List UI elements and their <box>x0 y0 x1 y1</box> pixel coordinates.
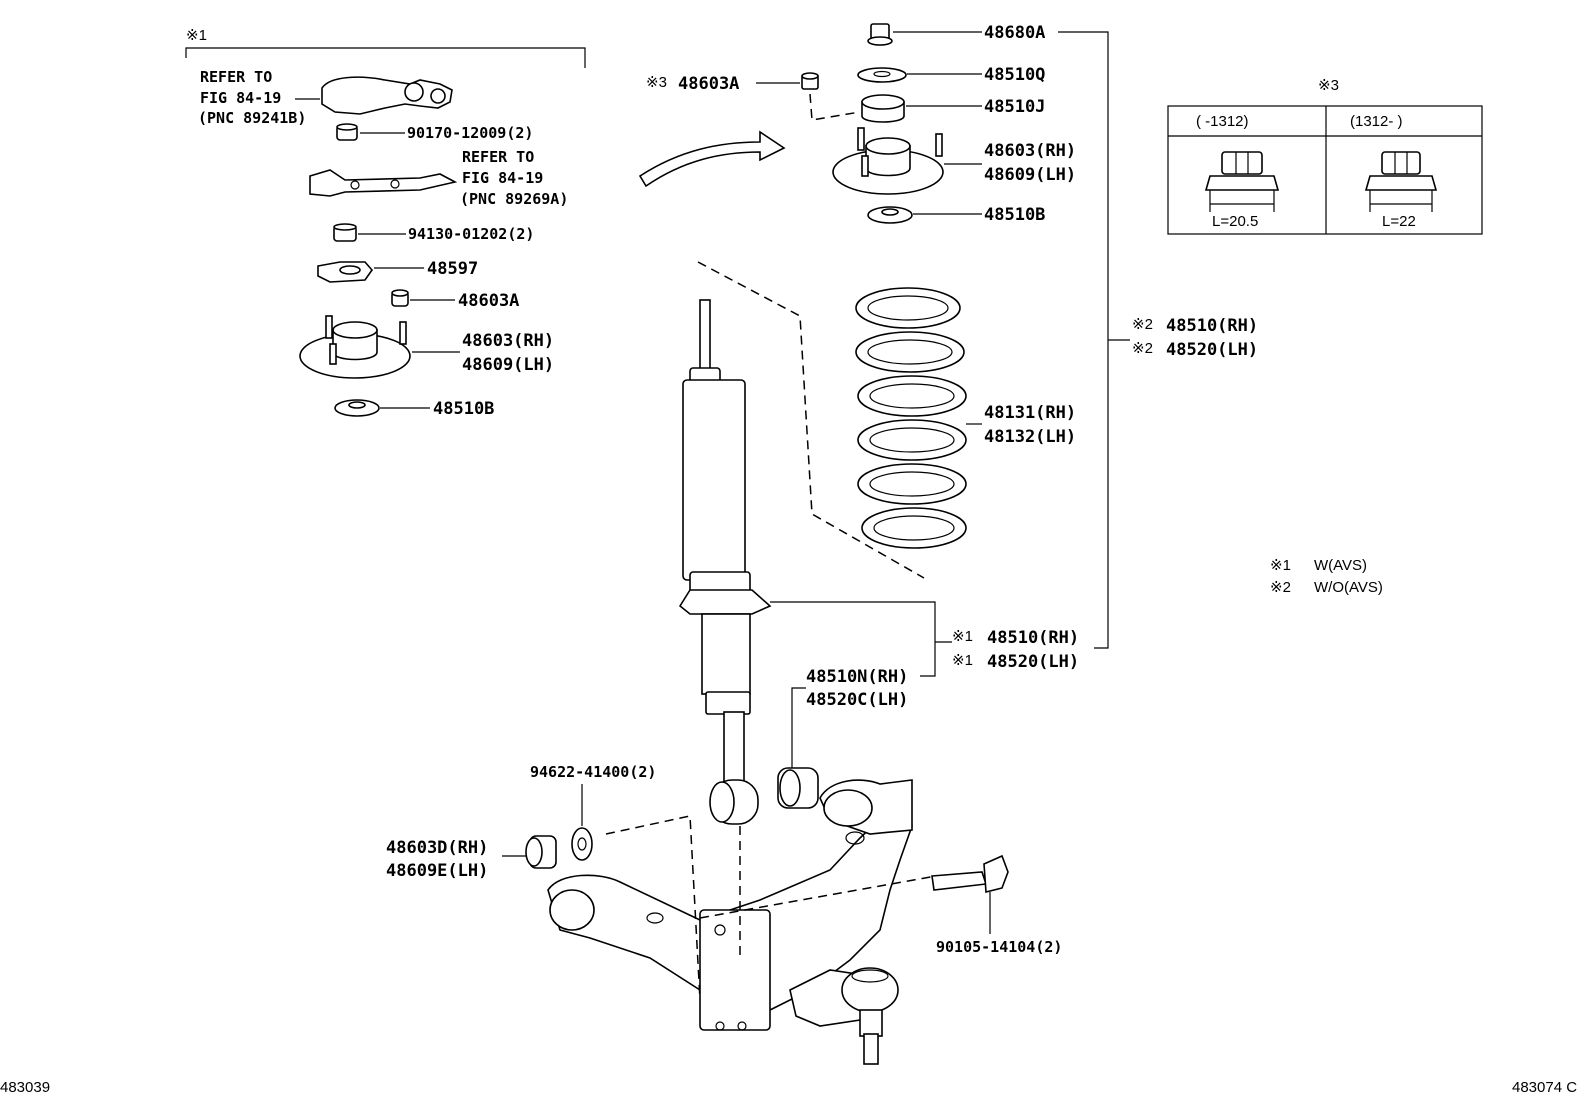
washer-94622 <box>571 827 593 861</box>
mark-2-b: ※2 <box>1132 340 1153 357</box>
label-48609lh-left: 48609(LH) <box>462 355 554 375</box>
bushing-48603d <box>525 835 557 869</box>
bracket-top <box>185 47 586 68</box>
nut-48603a-right <box>801 72 819 90</box>
top-right-group: 48680A ※3 48603A 48510Q 48510J <box>646 23 1258 649</box>
mark-3-48603a: ※3 <box>646 74 667 91</box>
refer-label-2-line2: FIG 84-19 <box>462 169 543 187</box>
coil-spring <box>855 287 967 549</box>
refer-label-2-line3: (PNC 89269A) <box>460 190 568 208</box>
shock-absorber <box>678 299 772 825</box>
inset-mark: ※3 <box>1318 77 1339 94</box>
bracket-right-long <box>1058 31 1109 649</box>
upper-support-left <box>299 315 411 379</box>
insulator-48510b-right <box>867 206 913 224</box>
inset-table: ※3 ( -1312) (1312- ) L=20.5 L=22 <box>1167 77 1483 235</box>
sensor-bracket-part <box>309 169 458 197</box>
dash-48603a <box>809 93 861 121</box>
label-48510q: 48510Q <box>984 65 1045 85</box>
label-48603a-right: 48603A <box>678 74 739 94</box>
label-48510n: 48510N(RH) <box>806 667 908 687</box>
bumper-48510j <box>861 94 905 123</box>
legend: ※1 W(AVS) ※2 W/O(AVS) <box>1270 557 1383 596</box>
leader-shock <box>770 601 936 677</box>
legend-text-1: W(AVS) <box>1314 557 1367 574</box>
label-48597: 48597 <box>427 259 478 279</box>
label-48609lh-right: 48609(LH) <box>984 165 1076 185</box>
bolt-90105 <box>931 854 1009 894</box>
legend-text-2: W/O(AVS) <box>1314 579 1383 596</box>
label-48680a: 48680A <box>984 23 1045 43</box>
cap-48680a <box>867 23 893 46</box>
dash-spring-outline <box>697 261 925 579</box>
label-90170: 90170-12009(2) <box>407 124 533 142</box>
inset-dim-right: L=22 <box>1382 213 1416 230</box>
mark-1-a: ※1 <box>952 628 973 645</box>
label-48131rh: 48131(RH) <box>984 403 1076 423</box>
note-mark-1: ※1 <box>186 27 207 44</box>
legend-mark-1: ※1 <box>1270 557 1291 574</box>
inset-header-right: (1312- ) <box>1350 113 1403 130</box>
refer-label-1-line2: FIG 84-19 <box>200 89 281 107</box>
direction-arrow <box>638 130 786 188</box>
refer-label-1-line1: REFER TO <box>200 68 272 86</box>
label-48603a-left: 48603A <box>458 291 519 311</box>
label-90105: 90105-14104(2) <box>936 938 1062 956</box>
label-48510b-right: 48510B <box>984 205 1045 225</box>
label-48520lh-wo: 48520(LH) <box>1166 340 1258 360</box>
leader-48510n <box>791 687 806 770</box>
mark-1-b: ※1 <box>952 652 973 669</box>
inset-frame <box>1167 105 1483 235</box>
inset-nut-left <box>1204 151 1280 212</box>
label-48510j: 48510J <box>984 97 1045 117</box>
label-48603rh-left: 48603(RH) <box>462 331 554 351</box>
label-48603rh-right: 48603(RH) <box>984 141 1076 161</box>
figure-id-left: 483039 <box>0 1079 50 1096</box>
dash-bolt <box>699 875 937 919</box>
nut-90170 <box>336 123 358 141</box>
label-48510rh-wo: 48510(RH) <box>1166 316 1258 336</box>
left-group: ※1 REFER TO FIG 84-19 (PNC 89241B) 90170… <box>185 27 586 419</box>
refer-label-2-line1: REFER TO <box>462 148 534 166</box>
legend-mark-2: ※2 <box>1270 579 1291 596</box>
nut-48603a-left <box>391 289 409 307</box>
upper-support-right <box>832 127 944 195</box>
label-48510b-left: 48510B <box>433 399 494 419</box>
inset-nut-right <box>1364 151 1438 212</box>
figure-id-right: 483074 C <box>1512 1079 1577 1096</box>
label-48603d: 48603D(RH) <box>386 838 488 858</box>
label-48510rh-w: 48510(RH) <box>987 628 1079 648</box>
refer-label-1-line3: (PNC 89241B) <box>198 109 306 127</box>
inset-header-left: ( -1312) <box>1196 113 1249 130</box>
mark-2-a: ※2 <box>1132 316 1153 333</box>
label-48132lh: 48132(LH) <box>984 427 1076 447</box>
nut-94130 <box>333 223 357 242</box>
label-48609e: 48609E(LH) <box>386 861 488 881</box>
label-48520lh-w: 48520(LH) <box>987 652 1079 672</box>
inset-dim-left: L=20.5 <box>1212 213 1258 230</box>
plate-48597 <box>317 261 374 283</box>
label-94130: 94130-01202(2) <box>408 225 534 243</box>
washer-48510q <box>857 67 907 83</box>
lower-arm <box>547 779 913 1065</box>
bushing-48510n <box>777 767 819 809</box>
label-48520c: 48520C(LH) <box>806 690 908 710</box>
label-94622: 94622-41400(2) <box>530 763 656 781</box>
insulator-48510b-left <box>334 399 380 417</box>
height-sensor-part <box>321 76 453 115</box>
